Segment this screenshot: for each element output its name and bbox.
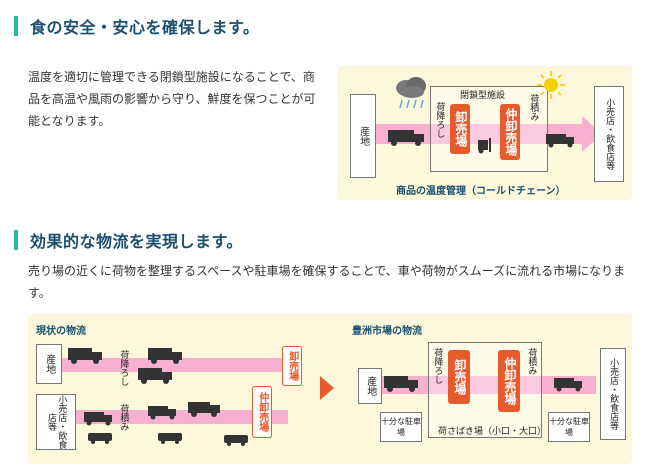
truck-icon	[148, 348, 182, 364]
retail-box: 小売店・飲食店等	[600, 348, 626, 440]
section-paragraph: 温度を適切に管理できる閉鎖型施設になることで、商 品を高温や風雨の影響から守り、…	[28, 66, 328, 132]
retail-label: 小売店・飲食店等	[46, 395, 67, 449]
intermediate-market: 仲卸売場	[498, 350, 520, 412]
transition-arrow-icon	[320, 376, 334, 400]
current-logistics-title: 現状の物流	[36, 326, 86, 337]
closed-facility	[430, 86, 548, 172]
origin-box: 産地	[36, 344, 62, 384]
accent-bar	[14, 16, 18, 36]
section-title: 効果的な物流を実現します。	[30, 232, 243, 251]
intermediate-label: 仲卸売場	[502, 357, 517, 405]
paragraph-line: す。	[28, 286, 51, 300]
intermediate-market: 仲卸売場	[252, 386, 272, 438]
parking-box-right: 十分な駐車場	[548, 412, 590, 442]
origin-box: 産地	[350, 94, 376, 178]
cold-chain-caption: 商品の温度管理（コールドチェーン）	[396, 186, 566, 197]
cold-chain-diagram: 産地 閉鎖型施設 荷降ろし 卸売場 仲卸売場 荷積み 小売店・飲食店等 商品の温…	[338, 66, 632, 200]
section-title: 食の安全・安心を確保します。	[30, 18, 260, 37]
origin-label: 産地	[357, 126, 369, 146]
unloading-label: 荷降ろし	[432, 348, 443, 384]
truck-icon	[138, 368, 172, 384]
flow-arrow-body	[374, 376, 596, 394]
logistics-diagram: 現状の物流 産地 小売店・飲食店等 荷降ろし 荷積み 卸売場 仲卸売場 豊洲市場…	[28, 314, 632, 464]
retail-label: 小売店・飲食店等	[608, 358, 619, 430]
unloading-label: 荷降ろし	[434, 102, 445, 138]
intermediate-label: 仲卸売場	[256, 392, 268, 432]
parking-box-left: 十分な駐車場	[380, 412, 422, 442]
car-icon	[224, 435, 248, 446]
destination-box: 小売店・飲食店等	[594, 86, 624, 182]
truck-icon	[388, 130, 424, 146]
sun-icon	[537, 71, 565, 99]
forklift-icon	[478, 138, 491, 154]
truck-icon	[84, 412, 112, 426]
parking-label: 十分な駐車場	[381, 417, 421, 437]
truck-icon	[188, 402, 220, 417]
loading-label: 荷積み	[526, 348, 537, 375]
car-icon	[158, 433, 182, 444]
section-header-logistics: 効果的な物流を実現します。	[14, 228, 243, 252]
section-paragraph: 売り場の近くに荷物を整理するスペースや駐車場を確保することで、車や荷物がスムーズ…	[28, 260, 658, 304]
paragraph-line: 能となります。	[28, 114, 111, 128]
origin-label: 産地	[364, 376, 376, 396]
origin-box: 産地	[358, 368, 382, 404]
parking-label: 十分な駐車場	[549, 417, 589, 437]
origin-label: 産地	[43, 354, 55, 374]
loading-label: 荷積み	[528, 94, 539, 121]
toyosu-logistics-title: 豊洲市場の物流	[352, 326, 422, 337]
loading-label: 荷積み	[118, 404, 129, 431]
section-header-food-safety: 食の安全・安心を確保します。	[14, 14, 259, 38]
wholesale-label: 卸売場	[452, 359, 467, 395]
truck-icon	[554, 378, 582, 392]
wholesale-market: 卸売場	[282, 346, 302, 386]
flow-arrow-head	[582, 116, 602, 152]
paragraph-line: 売り場の近くに荷物を整理するスペースや駐車場を確保することで、車や荷物がスムーズ…	[28, 264, 626, 278]
wholesale-label: 卸売場	[453, 111, 468, 147]
truck-icon	[546, 134, 574, 148]
car-icon	[88, 433, 112, 444]
accent-bar	[14, 230, 18, 250]
intermediate-market: 仲卸売場	[500, 104, 520, 160]
wholesale-market: 卸売場	[448, 350, 470, 404]
truck-icon	[68, 348, 102, 364]
flow-band	[58, 358, 288, 372]
wholesale-label: 卸売場	[286, 351, 298, 381]
facility-label: 閉鎖型施設	[460, 91, 506, 101]
intermediate-label: 仲卸売場	[503, 108, 518, 156]
paragraph-line: 温度を適切に管理できる閉鎖型施設になることで、商	[28, 70, 315, 84]
sorting-area-label: 荷さばき場（小口・大口）	[438, 427, 547, 437]
retail-box: 小売店・飲食店等	[36, 394, 76, 450]
truck-icon	[384, 376, 418, 392]
toyosu-facility	[428, 342, 542, 438]
rain-cloud-icon	[396, 77, 426, 109]
destination-label: 小売店・飲食店等	[604, 98, 615, 170]
unloading-label: 荷降ろし	[118, 350, 129, 386]
paragraph-line: 品を高温や風雨の影響から守り、鮮度を保つことが可	[28, 92, 316, 106]
wholesale-market: 卸売場	[450, 104, 470, 154]
truck-icon	[148, 406, 176, 420]
